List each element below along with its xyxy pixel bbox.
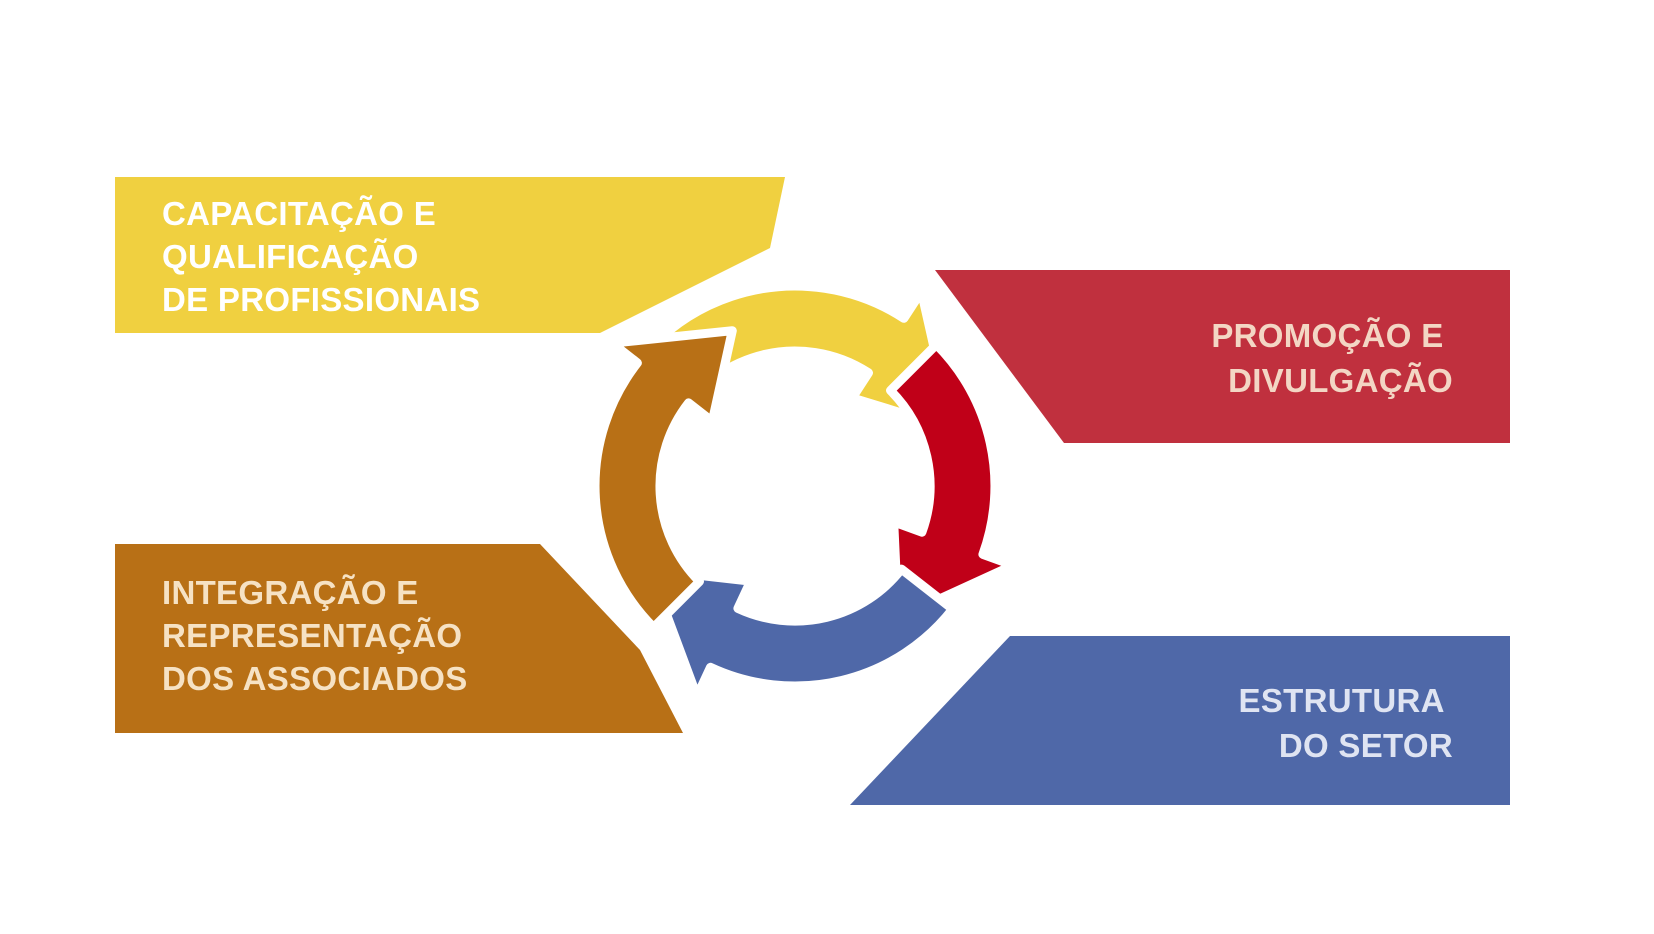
structure-label-line: ESTRUTURA: [1239, 682, 1444, 719]
training-label: CAPACITAÇÃO E QUALIFICAÇÃO DE PROFISSION…: [162, 195, 480, 318]
training-label-line: QUALIFICAÇÃO: [162, 238, 419, 275]
integration-label: INTEGRAÇÃO E REPRESENTAÇÃO DOS ASSOCIADO…: [162, 574, 472, 697]
training-label-line: CAPACITAÇÃO E: [162, 195, 436, 232]
training-panel: [115, 177, 785, 333]
arrow-clockwise-icon: [886, 340, 1018, 623]
promotion-label-line: DIVULGAÇÃO: [1228, 362, 1453, 399]
promotion-label: PROMOÇÃO E DIVULGAÇÃO: [1211, 317, 1453, 399]
structure-label-line: DO SETOR: [1279, 727, 1453, 764]
promotion-panel: [935, 270, 1510, 443]
integration-label-line: REPRESENTAÇÃO: [162, 617, 462, 654]
integration-label-line: INTEGRAÇÃO E: [162, 574, 419, 611]
structure-panel: [850, 636, 1510, 805]
promotion-label-line: PROMOÇÃO E: [1211, 317, 1443, 354]
cycle-arrows: [590, 281, 1018, 701]
integration-label-line: DOS ASSOCIADOS: [162, 660, 468, 697]
training-label-line: DE PROFISSIONAIS: [162, 281, 480, 318]
arrow-clockwise-icon: [590, 326, 737, 632]
integration-panel: [115, 544, 683, 733]
structure-label: ESTRUTURA DO SETOR: [1239, 682, 1453, 764]
arrow-clockwise-icon: [645, 564, 958, 701]
